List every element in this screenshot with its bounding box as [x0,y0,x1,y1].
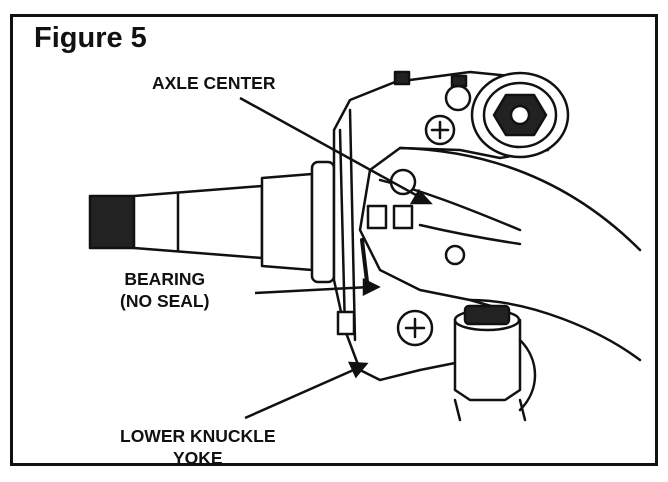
bearing-label-line1: BEARING [124,269,206,289]
figure-title: Figure 5 [34,22,147,54]
spindle-flange [310,160,336,284]
bearing-leader [254,285,371,295]
axle-center-arrowhead [409,188,433,205]
lower-knuckle-arrowhead [347,361,369,379]
spindle [88,160,336,284]
bearing-label-line2: (NO SEAL) [120,291,210,311]
lower-knuckle-label-line1: LOWER KNUCKLE [120,426,276,446]
lower-knuckle-yoke-label: LOWER KNUCKLE YOKE [120,425,276,469]
spindle-thread [88,194,136,250]
bolts [336,114,466,347]
leader-arrows [239,96,433,420]
axle-center-leader [239,96,426,202]
spindle-collar [260,172,314,272]
lower-knuckle-label-line2: YOKE [172,448,223,468]
bearing-arrowhead [362,277,381,297]
lower-knuckle-leader [244,366,359,420]
axle-center-label: AXLE CENTER [152,73,276,93]
bearing-label: BEARING (NO SEAL) [120,268,209,312]
spindle-taper [132,184,264,260]
upper-ball-joint [393,70,570,159]
lower-yoke [453,304,537,422]
